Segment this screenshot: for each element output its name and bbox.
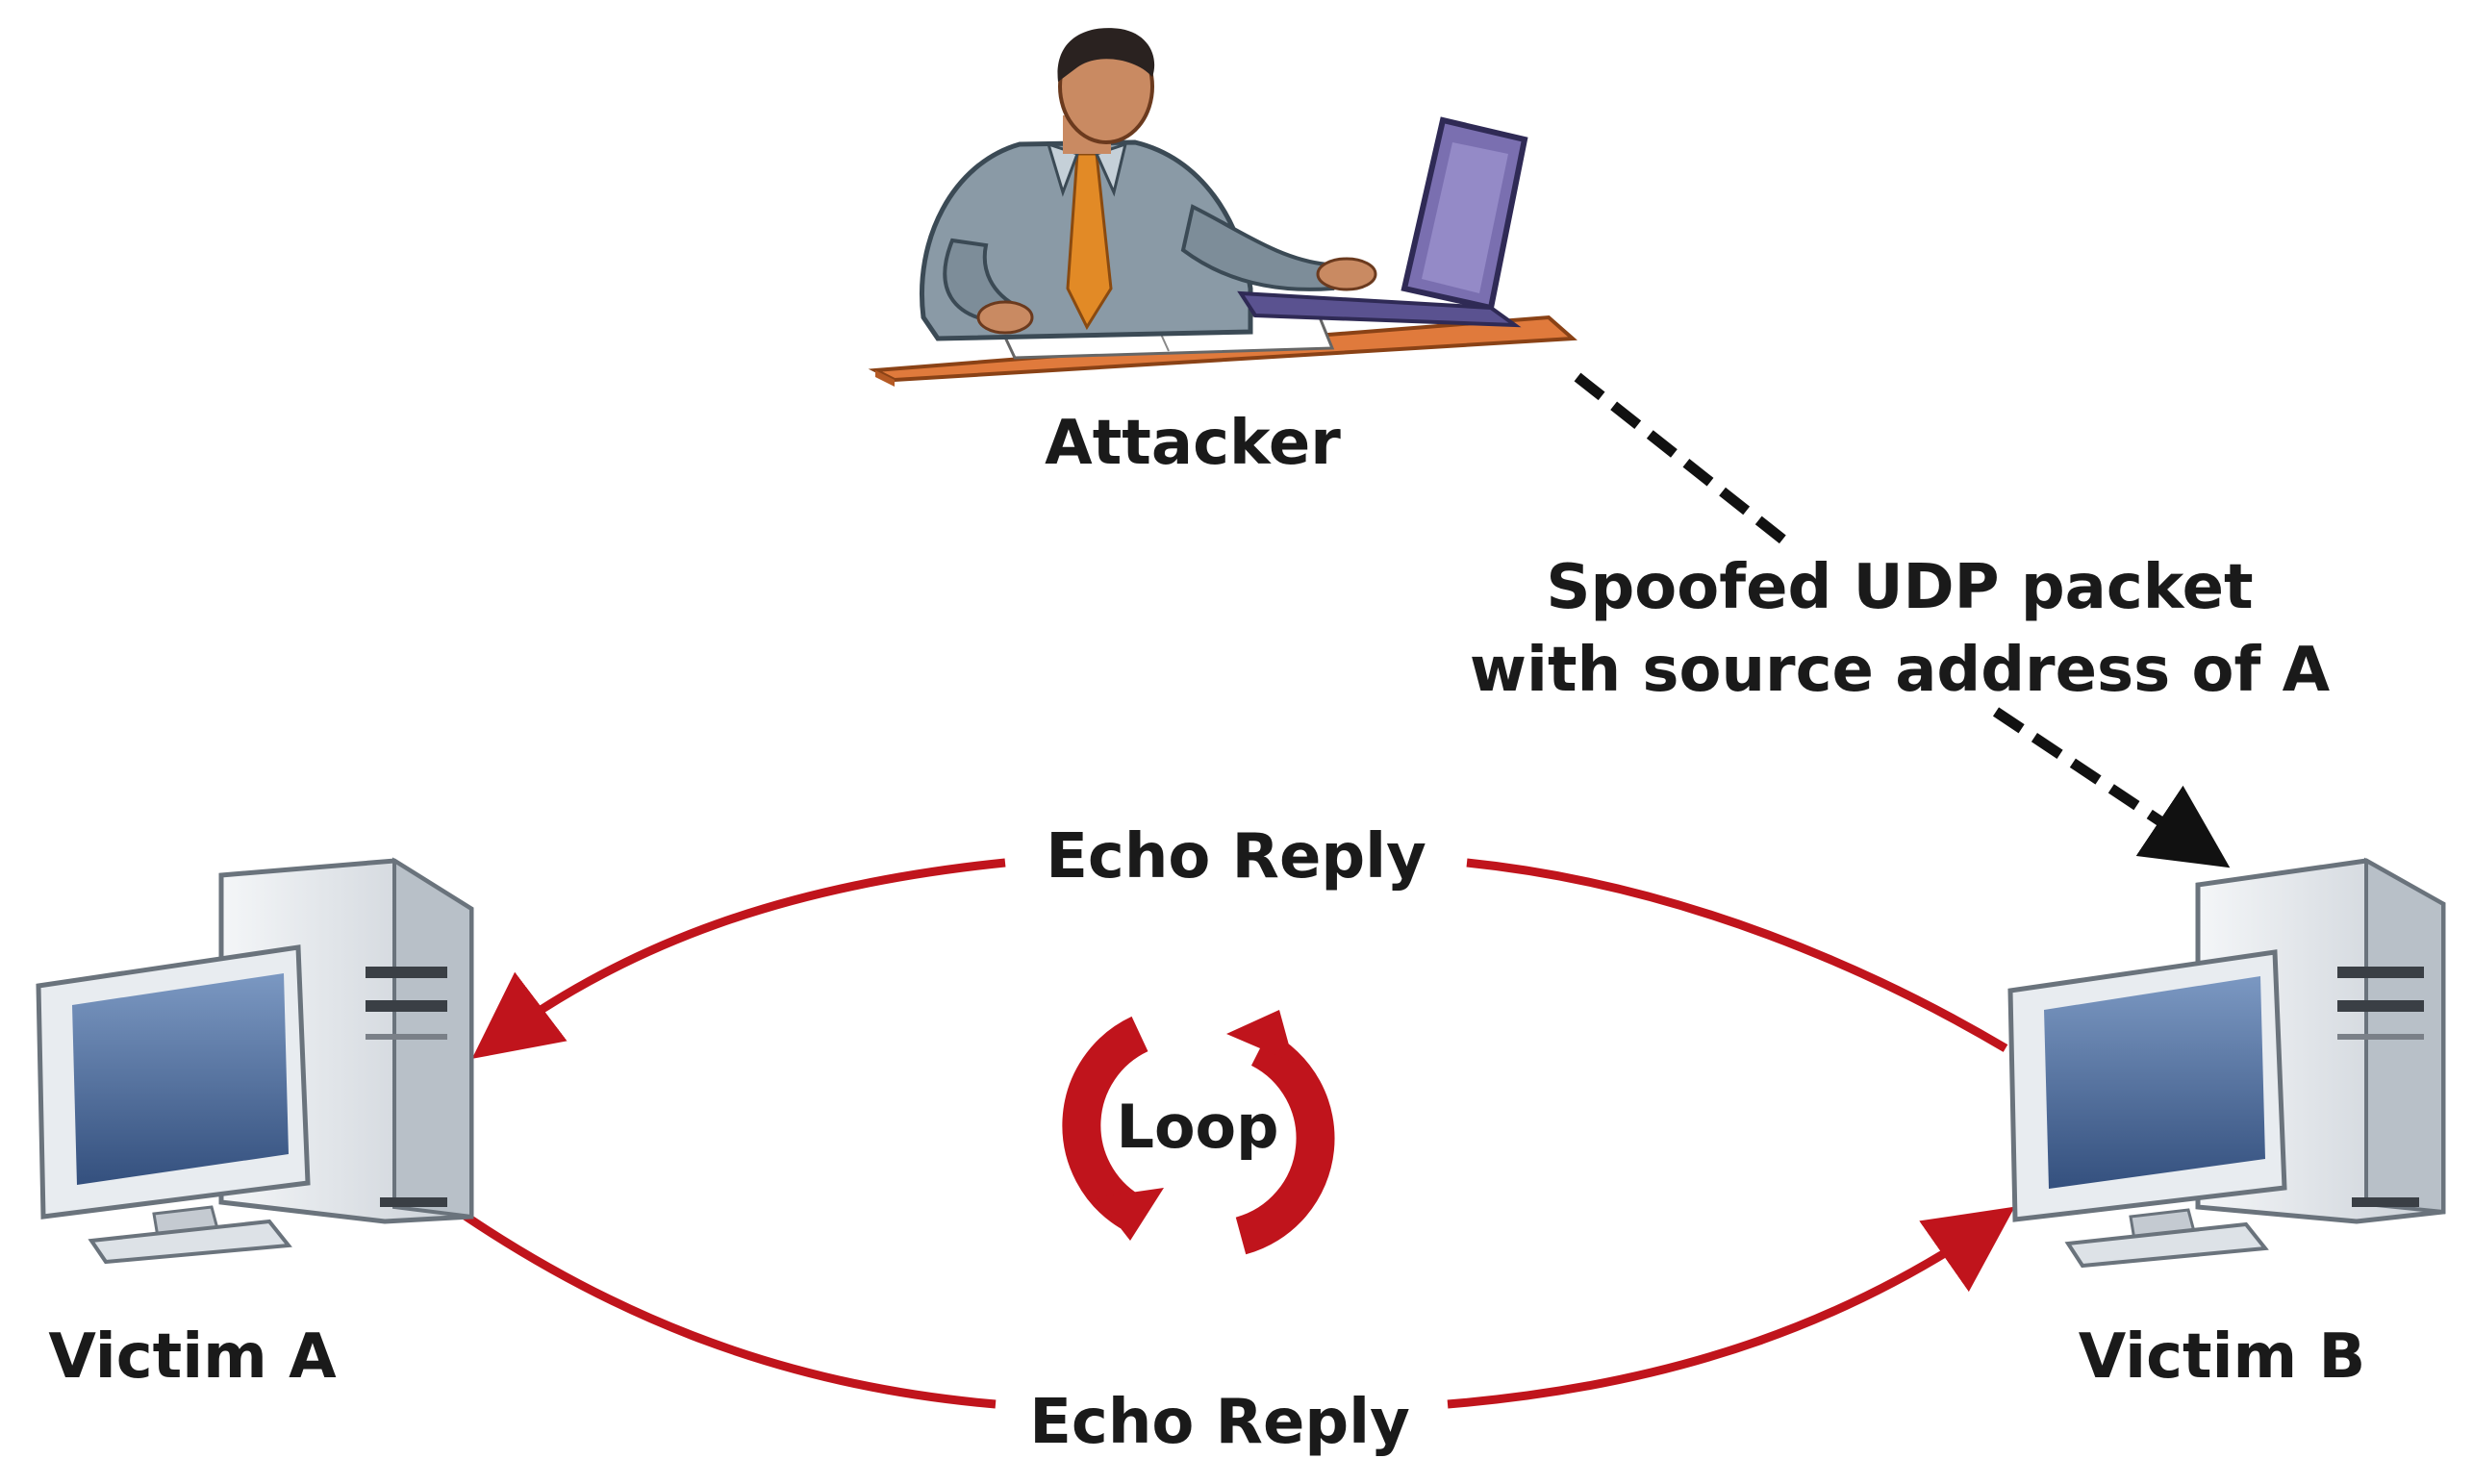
echo-reply-top-label: Echo Reply [1046, 821, 1426, 893]
loop-label: Loop [1116, 1092, 1278, 1162]
victim-a-label: Victim A [48, 1321, 337, 1393]
echo-reply-bottom-left-arc [440, 1196, 997, 1409]
echo-reply-top-right-arc [1466, 858, 2008, 1052]
spoofed-packet-label-line1: Spoofed UDP packet [1546, 552, 2253, 623]
attacker-at-laptop-icon [868, 28, 1577, 387]
spoofed-packet-label-line2: with source address of A [1470, 635, 2331, 706]
echo-reply-top-left-arc [471, 858, 1006, 1059]
echo-reply-bottom-label: Echo Reply [1029, 1387, 1410, 1458]
victim-b-label: Victim B [2079, 1321, 2366, 1393]
victim-b-computer-icon [2007, 857, 2446, 1269]
spoofed-packet-line-lower [1992, 707, 2231, 868]
victim-a-computer-icon [36, 857, 474, 1265]
echo-reply-bottom-right-arc [1447, 1206, 2015, 1409]
attacker-label: Attacker [1045, 408, 1341, 479]
spoofed-packet-line-upper [1574, 372, 1798, 553]
loop-arrows-icon [1062, 1010, 1335, 1255]
